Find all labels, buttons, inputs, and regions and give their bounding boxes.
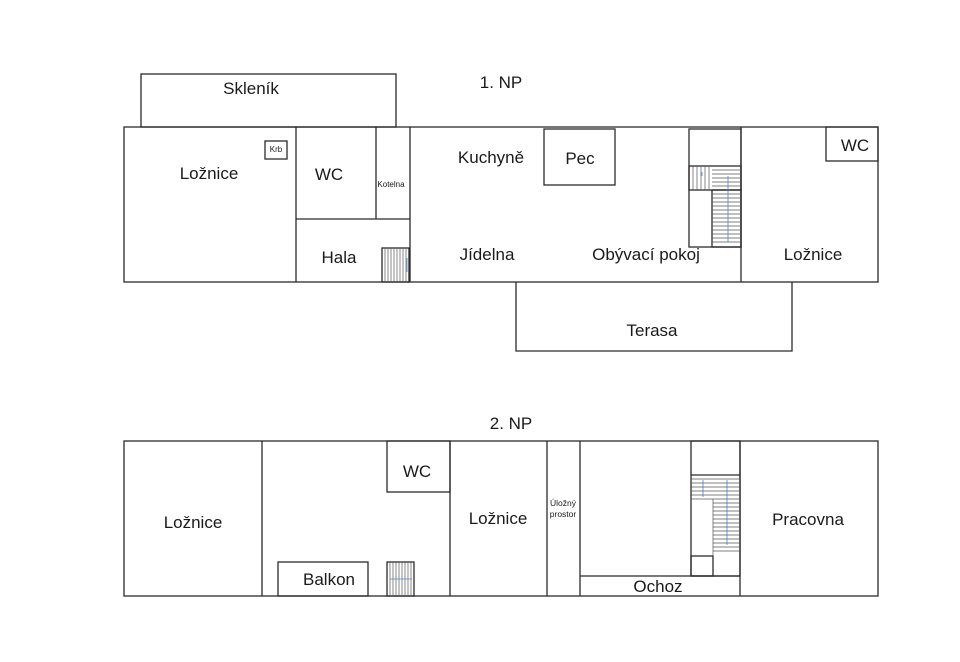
- room-wc-right: [825, 126, 879, 162]
- floor2-outline: [123, 440, 879, 597]
- room-kuchyne-label: Kuchyně: [458, 148, 524, 167]
- fireplace: [264, 140, 288, 160]
- room-loznice-f2-left-label: Ložnice: [164, 513, 223, 532]
- room-balkon: [277, 561, 369, 597]
- room-ochoz-label: Ochoz: [633, 577, 682, 596]
- stove-label: Pec: [565, 149, 595, 168]
- room-wc-f2: [386, 440, 451, 493]
- room-obyvaci-pokoj-label: Obývací pokoj: [592, 245, 700, 264]
- floor1-outline: [123, 126, 879, 283]
- fireplace-label: Krb: [270, 145, 283, 154]
- room-wc-right-label: WC: [841, 136, 869, 155]
- floor2-plan: 2. NP WC Balkon Ochoz: [123, 414, 879, 597]
- room-jidelna-label: Jídelna: [460, 245, 515, 264]
- stairs-f2-right: [690, 440, 741, 577]
- room-kotelna-label: Kotelna: [377, 180, 405, 189]
- stairs-living: [688, 128, 742, 248]
- room-terasa: [515, 282, 793, 352]
- room-loznice-f2-mid-label: Ložnice: [469, 509, 528, 528]
- room-loznice-left-label: Ložnice: [180, 164, 239, 183]
- room-loznice-right-label: Ložnice: [784, 245, 843, 264]
- room-terasa-label: Terasa: [626, 321, 678, 340]
- stairs-hala: [381, 247, 410, 283]
- room-ulozny-label-2: prostor: [550, 509, 577, 519]
- room-balkon-label: Balkon: [303, 570, 355, 589]
- room-pracovna-label: Pracovna: [772, 510, 844, 529]
- stairs-f2-left: [386, 561, 415, 597]
- floor2-title: 2. NP: [490, 414, 533, 433]
- floor1-plan: 1. NP Skleník Krb Pec WC Terasa: [123, 73, 879, 352]
- room-sklenik-label: Skleník: [223, 79, 279, 98]
- room-wc-f2-label: WC: [403, 462, 431, 481]
- stove: [543, 128, 616, 186]
- room-wc-label: WC: [315, 165, 343, 184]
- room-ulozny-label-1: Úložný: [550, 498, 577, 508]
- floor1-title: 1. NP: [480, 73, 523, 92]
- room-hala-label: Hala: [322, 248, 358, 267]
